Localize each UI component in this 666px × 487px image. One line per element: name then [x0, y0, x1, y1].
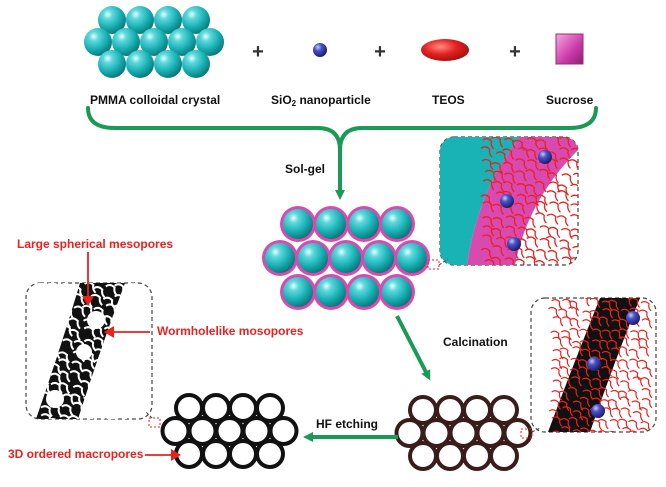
sio2-nanoparticle-icon — [626, 311, 640, 325]
zoom-marker — [148, 417, 161, 428]
macroporous-ring-array — [160, 393, 299, 469]
colloidal-sphere — [98, 6, 126, 34]
sio2-label-suffix: nanoparticle — [296, 93, 371, 107]
macropore-ring — [435, 441, 465, 471]
plus-sign: + — [509, 41, 521, 63]
macropores-label: 3D ordered macropores — [8, 447, 144, 461]
colloidal-sphere — [126, 6, 154, 34]
macropore-ring — [462, 441, 492, 471]
colloidal-sphere — [140, 28, 168, 56]
sol-gel-label: Sol-gel — [285, 162, 326, 176]
zoom-callout-etched — [25, 282, 153, 420]
coated-sphere — [382, 277, 412, 307]
sio2-nanoparticle-icon — [500, 194, 514, 208]
sio2-nanoparticle-icon — [313, 43, 327, 57]
sucrose-label: Sucrose — [546, 93, 594, 107]
macropore-ring — [489, 395, 519, 425]
macropore-ring — [502, 418, 533, 448]
coated-sphere — [331, 243, 361, 273]
colloidal-sphere — [196, 28, 224, 56]
sio2-label-prefix: SiO — [271, 93, 292, 107]
large-mesopores-label: Large spherical mesopores — [17, 237, 174, 251]
colloidal-sphere — [84, 28, 112, 56]
colloidal-sphere — [98, 50, 126, 78]
calcination-label: Calcination — [443, 335, 508, 349]
colloidal-sphere — [126, 50, 154, 78]
coated-sphere — [316, 277, 346, 307]
sio2-nanoparticle-icon — [587, 357, 601, 371]
colloidal-sphere — [182, 6, 210, 34]
zoom-marker — [427, 259, 440, 270]
zoom-callout-coated — [439, 136, 579, 266]
zoom-callout-calcined — [530, 297, 657, 433]
macropore-ring — [174, 439, 204, 469]
macropore-ring — [268, 416, 299, 446]
zoom-leader-line — [145, 411, 153, 419]
coated-sphere — [382, 209, 412, 239]
macropore-ring — [228, 439, 258, 469]
zoom-leader-line — [438, 258, 449, 266]
merge-bracket — [86, 106, 598, 152]
calcined-ring-array — [394, 395, 533, 471]
coated-sphere — [397, 243, 427, 273]
wormhole-mesopores-label: Wormholelike mosopores — [157, 324, 304, 338]
coated-sphere — [349, 209, 379, 239]
annotation-arrows — [82, 252, 181, 461]
sio2-nanoparticle-icon — [538, 150, 552, 164]
macropore-ring — [408, 441, 438, 471]
plus-sign: + — [252, 41, 264, 63]
colloidal-sphere — [154, 6, 182, 34]
coated-colloidal-crystal — [262, 206, 430, 310]
macropore-ring — [255, 393, 285, 423]
sio2-nanoparticle-icon — [507, 237, 521, 251]
coated-sphere — [283, 209, 313, 239]
sucrose-icon — [555, 33, 584, 65]
plus-sign: + — [374, 41, 386, 63]
calcination-arrow — [395, 315, 431, 381]
coated-sphere — [364, 243, 394, 273]
colloidal-sphere — [112, 28, 140, 56]
large-mesopore — [76, 344, 92, 360]
teos-icon — [421, 39, 469, 61]
colloidal-sphere — [154, 50, 182, 78]
colloidal-sphere — [168, 28, 196, 56]
zoom-marker — [520, 428, 533, 439]
sio2-label: SiO2 nanoparticle — [271, 93, 371, 111]
coated-sphere — [298, 243, 328, 273]
zoom-leader-line — [531, 427, 541, 433]
coated-sphere — [349, 277, 379, 307]
hf-etching-label: HF etching — [316, 417, 378, 431]
coated-sphere — [316, 209, 346, 239]
macropore-ring — [201, 439, 231, 469]
large-mesopore — [87, 311, 105, 329]
large-mesopore — [46, 390, 64, 408]
macropore-ring — [489, 441, 519, 471]
sio2-nanoparticle-icon — [591, 404, 605, 418]
pmma-label: PMMA colloidal crystal — [90, 93, 221, 107]
sio2-label-subscript: 2 — [291, 99, 297, 108]
teos-label: TEOS — [432, 93, 465, 107]
coated-sphere — [265, 243, 295, 273]
macropore-ring — [255, 439, 285, 469]
colloidal-sphere — [182, 50, 210, 78]
coated-sphere — [283, 277, 313, 307]
pmma-colloidal-crystal — [84, 6, 224, 78]
